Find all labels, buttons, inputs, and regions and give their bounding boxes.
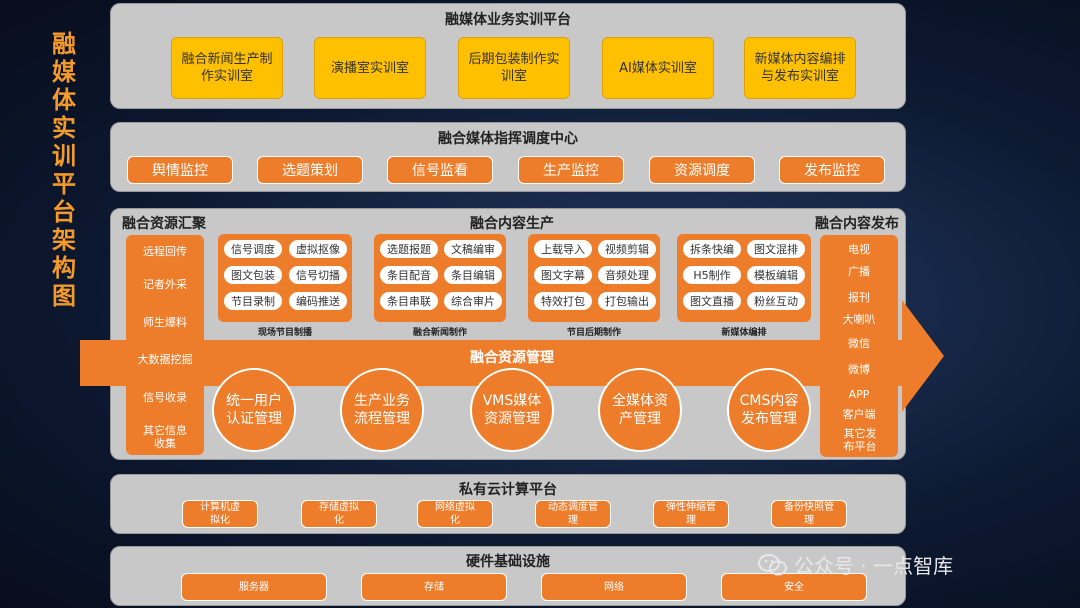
aggregate-item: 大数据挖掘: [137, 353, 193, 366]
watermark-text: 公众号 · 一点智库: [794, 554, 954, 578]
room-post[interactable]: 后期包装制作实训室: [458, 37, 570, 99]
publish-item: 其它发布平台: [843, 427, 877, 453]
room-news[interactable]: 融合新闻生产制作实训室: [171, 37, 283, 99]
publish-item: 微信: [848, 337, 870, 350]
btn-network-virt[interactable]: 网络虚拟化: [417, 500, 493, 528]
circle-asset[interactable]: 全媒体资产管理: [598, 368, 682, 452]
circle-user-auth[interactable]: 统一用户认证管理: [212, 368, 296, 452]
op-fan-interaction[interactable]: 粉丝互动: [747, 292, 805, 310]
op-subtitles[interactable]: 图文字幕: [534, 266, 592, 284]
btn-dynamic-dispatch[interactable]: 动态调度管理: [535, 500, 611, 528]
side-title: 融媒体实训平台架构图: [52, 30, 76, 310]
op-template-edit[interactable]: 模板编辑: [747, 266, 805, 284]
cloud-title: 私有云计算平台: [459, 482, 557, 498]
aggregate-item: 师生爆料: [143, 316, 187, 329]
room-newmedia[interactable]: 新媒体内容编排与发布实训室: [744, 37, 856, 99]
aggregate-column: [126, 235, 204, 455]
publish-item: 电视: [848, 243, 870, 256]
op-overall-review[interactable]: 综合审片: [444, 292, 502, 310]
circle-cms[interactable]: CMS内容发布管理: [727, 368, 811, 452]
aggregate-item: 其它信息收集: [143, 424, 187, 450]
op-item-voiceover[interactable]: 条目配音: [380, 266, 438, 284]
op-upload-import[interactable]: 上载导入: [534, 240, 592, 258]
group-label: 新媒体编排: [721, 328, 767, 338]
op-quick-clip[interactable]: 拆条快编: [683, 240, 741, 258]
cloud-panel: 私有云计算平台 计算机虚拟化 存储虚拟化 网络虚拟化 动态调度管理 弹性伸缩管理…: [110, 474, 906, 534]
wechat-icon: [758, 553, 787, 575]
btn-storage[interactable]: 存储: [361, 573, 507, 601]
btn-resource-dispatch[interactable]: 资源调度: [649, 156, 755, 184]
btn-publish-monitor[interactable]: 发布监控: [779, 156, 885, 184]
op-graphic-package[interactable]: 图文包装: [224, 266, 282, 284]
production-title: 融合内容生产: [470, 216, 554, 232]
op-topic-report[interactable]: 选题报题: [380, 240, 438, 258]
op-audio-process[interactable]: 音频处理: [598, 266, 656, 284]
op-video-edit[interactable]: 视频剪辑: [598, 240, 656, 258]
op-encode-push[interactable]: 编码推送: [289, 292, 347, 310]
btn-server[interactable]: 服务器: [181, 573, 327, 601]
publish-item: 客户端: [842, 408, 876, 421]
btn-security[interactable]: 安全: [721, 573, 867, 601]
op-script-review[interactable]: 文稿编审: [444, 240, 502, 258]
btn-elastic-scale[interactable]: 弹性伸缩管理: [653, 500, 729, 528]
op-live-graphic[interactable]: 图文直播: [683, 292, 741, 310]
aggregate-title: 融合资源汇聚: [122, 216, 206, 232]
publish-item: APP: [848, 388, 870, 401]
group-label: 融合新闻制作: [412, 328, 467, 338]
op-pack-output[interactable]: 打包输出: [598, 292, 656, 310]
btn-signal-monitor[interactable]: 信号监看: [387, 156, 493, 184]
publish-item: 微博: [848, 363, 870, 376]
op-mixed-layout[interactable]: 图文混排: [747, 240, 805, 258]
btn-network[interactable]: 网络: [541, 573, 687, 601]
aggregate-item: 信号收录: [143, 391, 187, 404]
group-label: 节目后期制作: [566, 328, 621, 338]
publish-item: 广播: [848, 265, 870, 278]
watermark: 公众号 · 一点智库: [758, 550, 953, 579]
circle-workflow[interactable]: 生产业务流程管理: [340, 368, 424, 452]
btn-storage-virt[interactable]: 存储虚拟化: [301, 500, 377, 528]
op-virtual-keying[interactable]: 虚拟抠像: [289, 240, 347, 258]
training-panel: 融媒体业务实训平台 融合新闻生产制作实训室 演播室实训室 后期包装制作实训室 A…: [110, 3, 906, 109]
op-program-record[interactable]: 节目录制: [224, 292, 282, 310]
publish-column: [820, 235, 898, 457]
op-item-sequence[interactable]: 条目串联: [380, 292, 438, 310]
op-effects-pack[interactable]: 特效打包: [534, 292, 592, 310]
resource-flow-arrow: [80, 300, 944, 412]
btn-topic-planning[interactable]: 选题策划: [257, 156, 363, 184]
room-studio[interactable]: 演播室实训室: [314, 37, 426, 99]
op-signal-switch[interactable]: 信号切播: [289, 266, 347, 284]
btn-sentiment-monitor[interactable]: 舆情监控: [127, 156, 233, 184]
aggregate-item: 记者外采: [143, 278, 187, 291]
circle-vms[interactable]: VMS媒体资源管理: [470, 368, 554, 452]
btn-backup-snapshot[interactable]: 备份快照管理: [771, 500, 847, 528]
op-h5-make[interactable]: H5制作: [683, 266, 741, 284]
op-signal-dispatch[interactable]: 信号调度: [224, 240, 282, 258]
btn-compute-virt[interactable]: 计算机虚拟化: [182, 500, 258, 528]
command-panel: 融合媒体指挥调度中心 舆情监控 选题策划 信号监看 生产监控 资源调度 发布监控: [110, 122, 906, 192]
publish-item: 大喇叭: [842, 313, 876, 326]
publish-title: 融合内容发布: [815, 216, 899, 232]
publish-item: 报刊: [848, 291, 870, 304]
op-item-edit[interactable]: 条目编辑: [444, 266, 502, 284]
hardware-panel: 硬件基础设施 服务器 存储 网络 安全: [110, 546, 906, 606]
group-label: 现场节目制播: [257, 328, 312, 338]
command-title: 融合媒体指挥调度中心: [438, 131, 578, 147]
manage-title: 融合资源管理: [470, 350, 554, 366]
aggregate-item: 远程回传: [143, 245, 187, 258]
room-ai[interactable]: AI媒体实训室: [602, 37, 714, 99]
btn-production-monitor[interactable]: 生产监控: [518, 156, 624, 184]
hardware-title: 硬件基础设施: [466, 554, 550, 570]
training-title: 融媒体业务实训平台: [445, 12, 571, 28]
